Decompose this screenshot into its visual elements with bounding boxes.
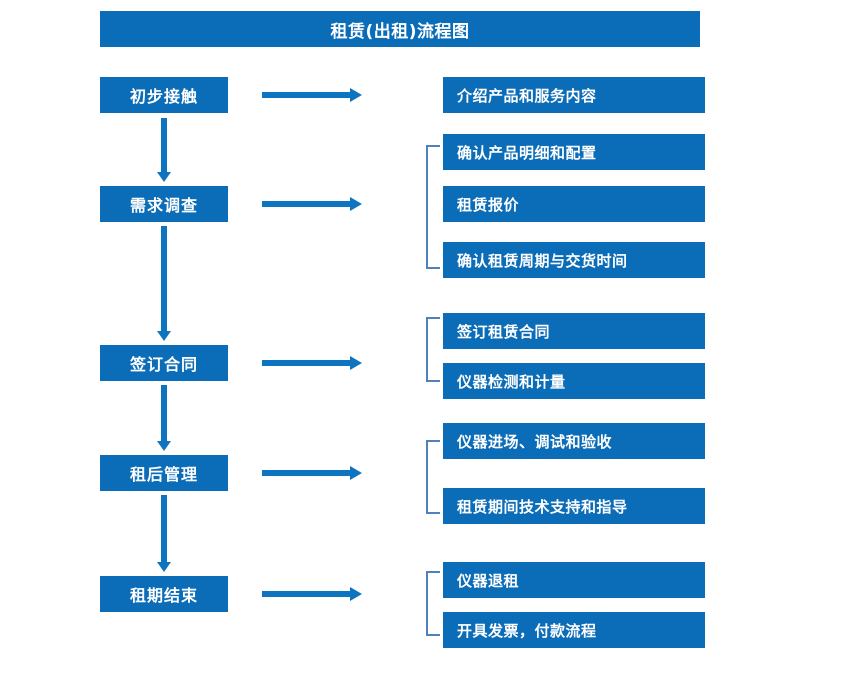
detail-box-2[interactable]: 确认产品明细和配置 — [443, 134, 705, 170]
detail-box-5[interactable]: 签订租赁合同 — [443, 313, 705, 349]
detail-box-6[interactable]: 仪器检测和计量 — [443, 363, 705, 399]
stage-box-2[interactable]: 需求调查 — [100, 186, 228, 222]
detail-box-4[interactable]: 确认租赁周期与交货时间 — [443, 242, 705, 278]
right-arrow-icon-5 — [262, 587, 362, 601]
stage-box-5[interactable]: 租期结束 — [100, 576, 228, 612]
stage-box-3[interactable]: 签订合同 — [100, 345, 228, 381]
detail-box-7[interactable]: 仪器进场、调试和验收 — [443, 423, 705, 459]
group-bracket-4 — [426, 440, 440, 514]
detail-box-10[interactable]: 开具发票，付款流程 — [443, 612, 705, 648]
group-bracket-5 — [426, 571, 440, 636]
detail-box-8[interactable]: 租赁期间技术支持和指导 — [443, 488, 705, 524]
detail-box-1[interactable]: 介绍产品和服务内容 — [443, 77, 705, 113]
right-arrow-icon-4 — [262, 466, 362, 480]
right-arrow-icon-2 — [262, 197, 362, 211]
right-arrow-icon-3 — [262, 356, 362, 370]
detail-box-3[interactable]: 租赁报价 — [443, 186, 705, 222]
group-bracket-2 — [426, 145, 440, 269]
down-arrow-icon-4 — [157, 495, 171, 572]
group-bracket-3 — [426, 317, 440, 382]
detail-box-9[interactable]: 仪器退租 — [443, 562, 705, 598]
stage-box-4[interactable]: 租后管理 — [100, 455, 228, 491]
chart-title: 租赁(出租)流程图 — [100, 11, 700, 47]
down-arrow-icon-3 — [157, 385, 171, 451]
right-arrow-icon-1 — [262, 88, 362, 102]
down-arrow-icon-1 — [157, 118, 171, 182]
down-arrow-icon-2 — [157, 226, 171, 341]
stage-box-1[interactable]: 初步接触 — [100, 77, 228, 113]
